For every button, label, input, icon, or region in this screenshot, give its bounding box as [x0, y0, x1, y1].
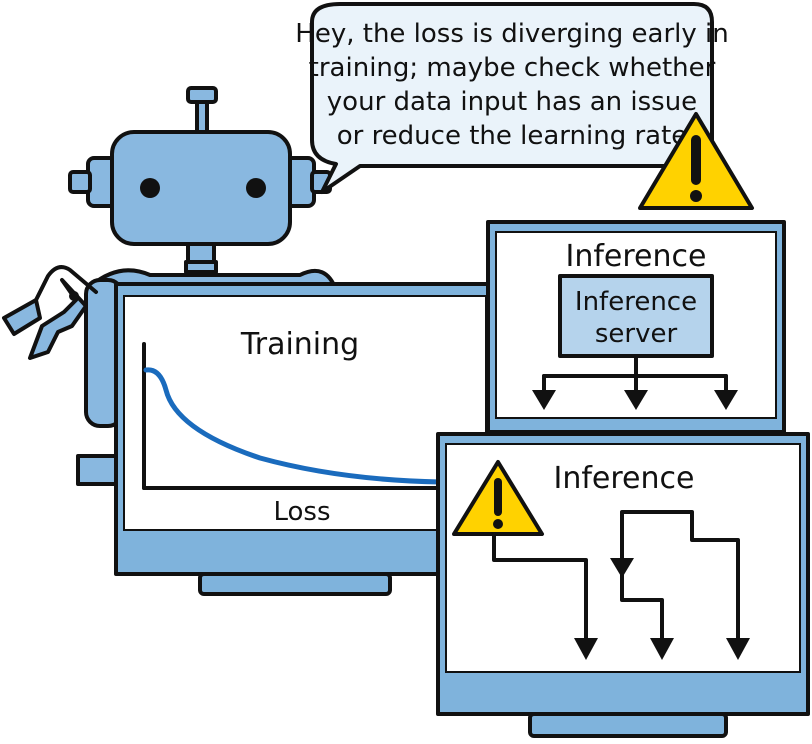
arrow-down-icon	[532, 390, 556, 410]
loss-curve	[143, 367, 443, 485]
arrow-down-icon	[714, 390, 738, 410]
inference-server-label-2: server	[595, 319, 678, 349]
arrow-down-icon	[726, 638, 750, 660]
speech-line-2: training; maybe check whether	[309, 53, 716, 83]
speech-bubble-icon: Hey, the loss is diverging early in trai…	[295, 2, 729, 194]
warning-icon	[452, 460, 544, 536]
inference-server-label-1: Inference	[575, 287, 697, 317]
training-x-label: Loss	[273, 497, 330, 527]
arrow-down-icon	[650, 638, 674, 660]
speech-line-3: your data input has an issue	[327, 87, 697, 117]
inference-top-title: Inference	[566, 239, 707, 274]
training-monitor: Training Loss	[114, 282, 498, 596]
speech-line-1: Hey, the loss is diverging early in	[295, 19, 728, 49]
arrow-down-icon	[624, 390, 648, 410]
inference-monitor-top: Inference Inference server	[486, 220, 786, 434]
inference-monitor-bottom: Inference	[436, 432, 810, 738]
speech-line-4: or reduce the learning rate	[337, 121, 688, 151]
inference-bottom-title: Inference	[554, 461, 695, 496]
robot-eye-left	[140, 178, 160, 198]
robot-eye-right	[246, 178, 266, 198]
warning-icon	[638, 112, 754, 210]
arrow-down-icon	[610, 558, 634, 578]
inference-server-box	[558, 274, 714, 358]
training-title: Training	[240, 327, 359, 362]
arrow-down-icon	[574, 638, 598, 660]
